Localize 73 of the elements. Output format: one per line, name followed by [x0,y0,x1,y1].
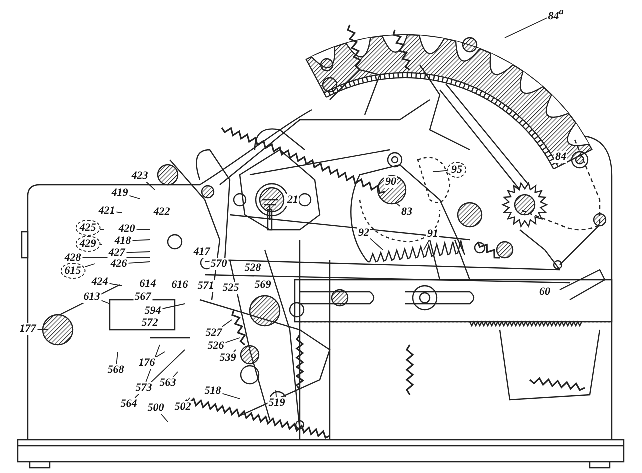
callout-number: 425 [76,220,100,236]
callout-number: 417 [192,246,212,258]
callout-number: 527 [204,327,224,339]
leader-line [187,398,190,402]
leader-line [128,262,150,264]
callout-number: 426 [110,258,128,270]
leader-line [36,329,48,330]
leader-line [370,238,384,250]
callout-number: 616 [170,279,190,291]
callout-number: 91 [426,228,440,240]
callout-number: 569 [254,279,272,291]
leader-line [146,182,156,190]
callout-number: 84 [554,151,568,163]
callout-number: 539 [218,352,238,364]
callout-number: 613 [82,291,102,303]
callout-number: 519 [268,397,286,409]
callout-number: 570 [210,258,228,270]
callout-number: 429 [76,236,100,252]
callout-number: 572 [140,317,160,329]
callout-number: 83 [400,206,414,218]
callout-number: 518 [204,385,222,397]
leader-line [173,372,178,378]
leader-line [156,352,166,358]
leader-line [160,414,168,422]
leader-line [432,170,448,172]
leader-line [222,393,240,400]
leader-line [234,350,236,352]
leader-line [126,252,150,254]
leader-line [108,283,122,286]
callout-number: 92 [358,227,370,239]
callout-number: 21 [286,194,300,206]
callout-number: 564 [120,398,138,410]
callout-number: 60 [538,286,552,298]
callout-number: 423 [130,170,150,182]
leader-line [132,240,150,242]
callout-number: 594 [144,305,162,317]
leader-line [162,304,186,310]
callout-number: 526 [206,340,226,352]
callout-number: 571 [196,280,216,292]
callout-number: 422 [152,206,172,218]
callout-number: 573 [134,382,154,394]
leader-line [224,338,240,344]
callout-number: 528 [244,262,262,274]
callout-number: 177 [18,323,38,335]
leader-line [116,352,118,364]
leader-line [276,390,277,398]
leader-line [504,18,548,38]
leader-line [100,300,110,304]
leader-line [136,228,150,230]
callout-number: 176 [138,357,156,369]
callout-number: 419 [110,187,130,199]
leader-line [128,195,140,200]
callout-number: 502 [174,401,192,413]
leader-line [116,212,122,214]
callout-number: 424 [90,276,110,288]
callout-number: 614 [138,278,158,290]
callout-number: 525 [222,282,240,294]
callout-number: 418 [114,235,132,247]
leader-line [396,202,401,208]
callout-number: 95 [448,162,466,178]
callout-number: 567 [134,291,152,303]
leader-line [84,264,96,268]
callout-number: 563 [158,377,178,389]
leader-line [222,320,232,328]
callout-number: 500 [146,402,166,414]
callout-number: 90 [384,176,398,188]
callout-number: 427 [108,247,126,259]
callout-number: 568 [106,364,126,376]
callout-number: 615 [60,263,86,279]
callout-number: 420 [118,223,136,235]
callout-number: 421 [98,205,116,217]
leader-line [424,240,430,250]
callout-number: 428 [64,252,82,264]
